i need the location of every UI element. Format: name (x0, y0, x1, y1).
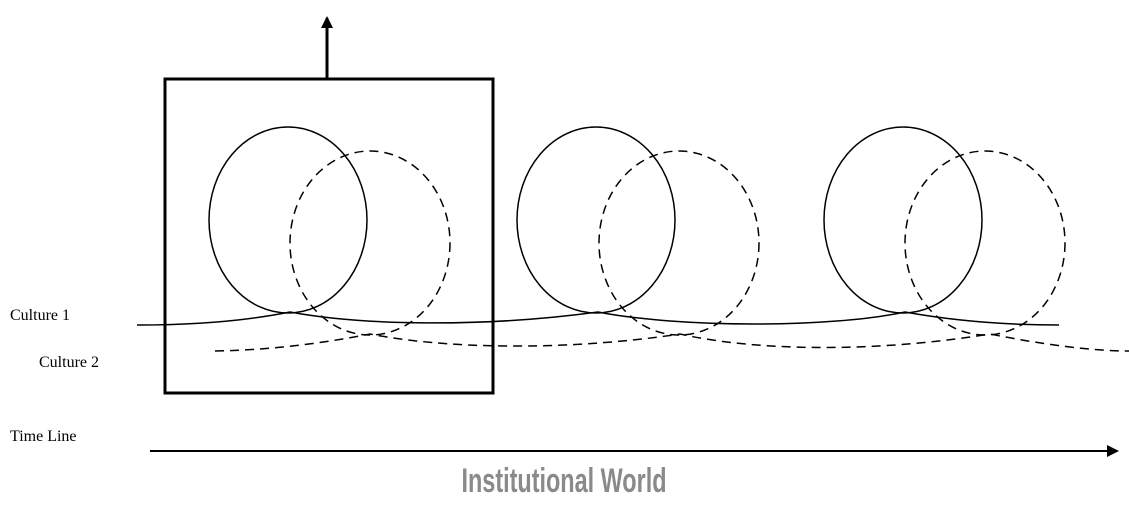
culture1-loop (516, 126, 676, 314)
footer-title: Institutional World (462, 462, 667, 500)
culture1-label: Culture 1 (10, 307, 70, 324)
culture2-loop (904, 150, 1066, 336)
timeline-label: Time Line (10, 428, 77, 445)
culture2-loop (598, 150, 760, 336)
culture1-line (136, 311, 1060, 326)
culture2-label: Culture 2 (39, 354, 99, 371)
culture2-line (214, 333, 1129, 352)
focus-frame (163, 77, 495, 395)
footer-title-reflection: Institutional World (415, 488, 713, 526)
culture1-loop (823, 126, 983, 314)
culture1-loop (208, 126, 368, 314)
culture2-loop (289, 150, 451, 336)
